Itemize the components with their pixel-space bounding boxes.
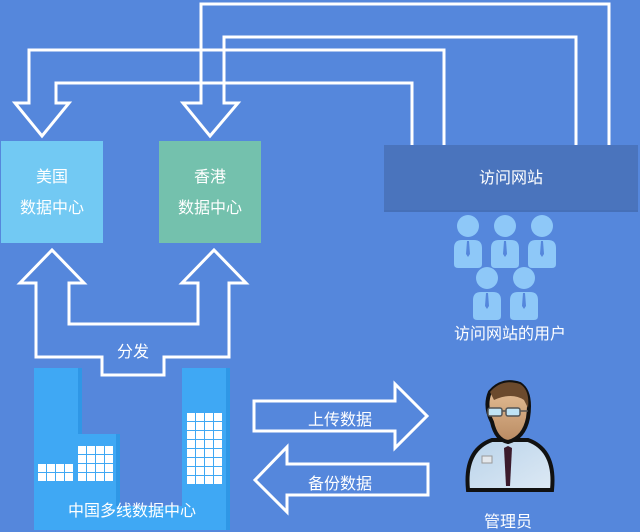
us-dc-line2: 数据中心	[19, 198, 84, 217]
building-window	[214, 422, 222, 430]
arrow-website-to-hk	[179, 2, 611, 146]
building-window	[47, 464, 55, 472]
user-icon	[491, 215, 519, 268]
building-window	[196, 467, 204, 475]
building-window	[87, 455, 95, 463]
building-window	[214, 467, 222, 475]
building-window	[214, 440, 222, 448]
building-window	[187, 422, 195, 430]
hk-dc-line1: 香港	[193, 167, 226, 186]
building-window	[214, 476, 222, 484]
admin-label: 管理员	[483, 512, 532, 531]
website-box: 访问网站	[384, 145, 638, 210]
website-label: 访问网站	[478, 168, 543, 187]
building-window	[47, 473, 55, 481]
building-window	[187, 458, 195, 466]
building-window	[96, 455, 104, 463]
admin-avatar-icon	[465, 380, 555, 492]
building-window	[187, 467, 195, 475]
building-window	[105, 464, 113, 472]
upload-label: 上传数据	[307, 410, 372, 429]
building-window	[87, 473, 95, 481]
building-window	[196, 440, 204, 448]
building-window	[96, 464, 104, 472]
building-window	[196, 476, 204, 484]
building-window	[96, 446, 104, 454]
china-datacenter-building-icon	[34, 368, 230, 530]
building-window	[205, 476, 213, 484]
building-window	[205, 458, 213, 466]
arrow-upload	[252, 380, 430, 452]
building-window	[214, 431, 222, 439]
building-window	[196, 413, 204, 421]
user-icon	[454, 215, 482, 268]
building-window	[187, 431, 195, 439]
building-window	[196, 431, 204, 439]
users-group-icon	[454, 215, 556, 320]
building-window	[205, 431, 213, 439]
backup-label: 备份数据	[307, 474, 372, 493]
building-window	[65, 473, 73, 481]
user-icon	[510, 267, 538, 320]
hk-datacenter: 香港 数据中心	[159, 141, 261, 243]
user-icon	[473, 267, 501, 320]
building-window	[214, 413, 222, 421]
building-window	[38, 473, 46, 481]
building-window	[214, 458, 222, 466]
building-window	[105, 473, 113, 481]
building-window	[205, 440, 213, 448]
user-icon	[528, 215, 556, 268]
building-window	[187, 413, 195, 421]
building-window	[205, 422, 213, 430]
users-label: 访问网站的用户	[453, 324, 566, 343]
us-dc-line1: 美国	[35, 167, 68, 186]
building-window	[196, 458, 204, 466]
building-window	[78, 473, 86, 481]
arrow-backup	[252, 443, 430, 516]
building-window	[105, 446, 113, 454]
building-window	[187, 440, 195, 448]
building-window	[214, 449, 222, 457]
building-window	[78, 455, 86, 463]
distribute-label: 分发	[116, 342, 149, 361]
building-window	[56, 473, 64, 481]
building-window	[65, 464, 73, 472]
building-window	[196, 449, 204, 457]
building-window	[96, 473, 104, 481]
building-window	[187, 449, 195, 457]
building-window	[78, 446, 86, 454]
us-datacenter: 美国 数据中心	[1, 141, 103, 243]
building-window	[205, 413, 213, 421]
china-dc-label: 中国多线数据中心	[67, 501, 196, 520]
building-window	[87, 446, 95, 454]
building-window	[78, 464, 86, 472]
building-window	[105, 455, 113, 463]
building-window	[87, 464, 95, 472]
building-window	[187, 476, 195, 484]
building-window	[56, 464, 64, 472]
building-window	[196, 422, 204, 430]
hk-dc-line2: 数据中心	[177, 198, 242, 217]
arrow-website-to-us-outer	[11, 48, 446, 146]
arrow-distribute	[16, 247, 250, 377]
building-window	[205, 467, 213, 475]
building-window	[205, 449, 213, 457]
building-window	[38, 464, 46, 472]
